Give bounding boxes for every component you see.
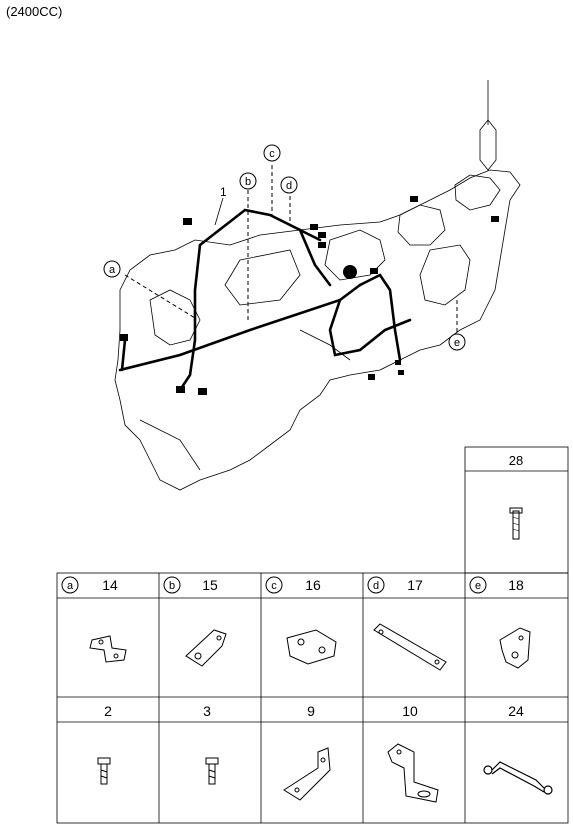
cell-2: 2 [97, 703, 112, 785]
callout-b-label: b [245, 176, 251, 188]
callout-c-label: c [269, 148, 275, 160]
svg-text:14: 14 [102, 577, 118, 593]
callout-e: e [448, 333, 466, 351]
ground-strap-24-icon [483, 761, 553, 795]
part-28-bolt-icon [509, 507, 523, 540]
cell-15: b 15 [163, 576, 227, 667]
bracket-17-icon [373, 623, 447, 671]
svg-text:1: 1 [220, 185, 227, 199]
svg-text:18: 18 [508, 577, 524, 593]
bolt-2-icon [97, 757, 111, 785]
harness-connectors [120, 196, 499, 395]
callout-c: c [263, 144, 281, 162]
cell-16: c 16 [265, 576, 337, 665]
wiring-harness [118, 208, 412, 392]
svg-text:a: a [67, 580, 74, 592]
engine-outline [114, 80, 521, 491]
svg-text:10: 10 [402, 703, 418, 719]
svg-text:d: d [373, 580, 379, 592]
bracket-16-icon [286, 629, 337, 665]
bracket-15-icon [185, 629, 227, 667]
callout-b: b [239, 172, 257, 190]
svg-text:e: e [475, 580, 481, 592]
callout-a-label: a [109, 264, 116, 276]
bracket-18-icon [499, 627, 531, 669]
callout-d-label: d [286, 180, 292, 192]
cell-18: e 18 [469, 576, 531, 669]
part-1-label: 1 [214, 185, 227, 226]
bracket-10-icon [387, 743, 439, 803]
bracket-14-icon [89, 635, 127, 663]
cell-17: d 17 [367, 576, 447, 671]
svg-text:c: c [271, 580, 277, 592]
svg-text:17: 17 [407, 577, 423, 593]
cell-24: 24 [483, 703, 553, 795]
callout-d: d [280, 176, 298, 194]
svg-text:16: 16 [305, 577, 321, 593]
svg-text:2: 2 [104, 703, 112, 719]
svg-text:15: 15 [202, 577, 218, 593]
cell-10: 10 [387, 703, 439, 803]
bracket-9-icon [283, 747, 331, 801]
page-title: (2400CC) [6, 4, 63, 19]
svg-text:24: 24 [508, 703, 524, 719]
cell-3: 3 [203, 703, 219, 785]
svg-text:9: 9 [307, 703, 315, 719]
cell-9: 9 [283, 703, 331, 801]
callout-e-label: e [454, 337, 460, 349]
part-28-number: 28 [509, 453, 523, 468]
callout-a: a [103, 260, 121, 278]
svg-text:b: b [169, 580, 175, 592]
svg-text:3: 3 [203, 703, 211, 719]
leader-lines [124, 165, 458, 332]
bolt-3-icon [205, 757, 219, 785]
cell-14: a 14 [61, 576, 127, 663]
parts-grid: 28 a 14 b 15 [56, 446, 569, 824]
